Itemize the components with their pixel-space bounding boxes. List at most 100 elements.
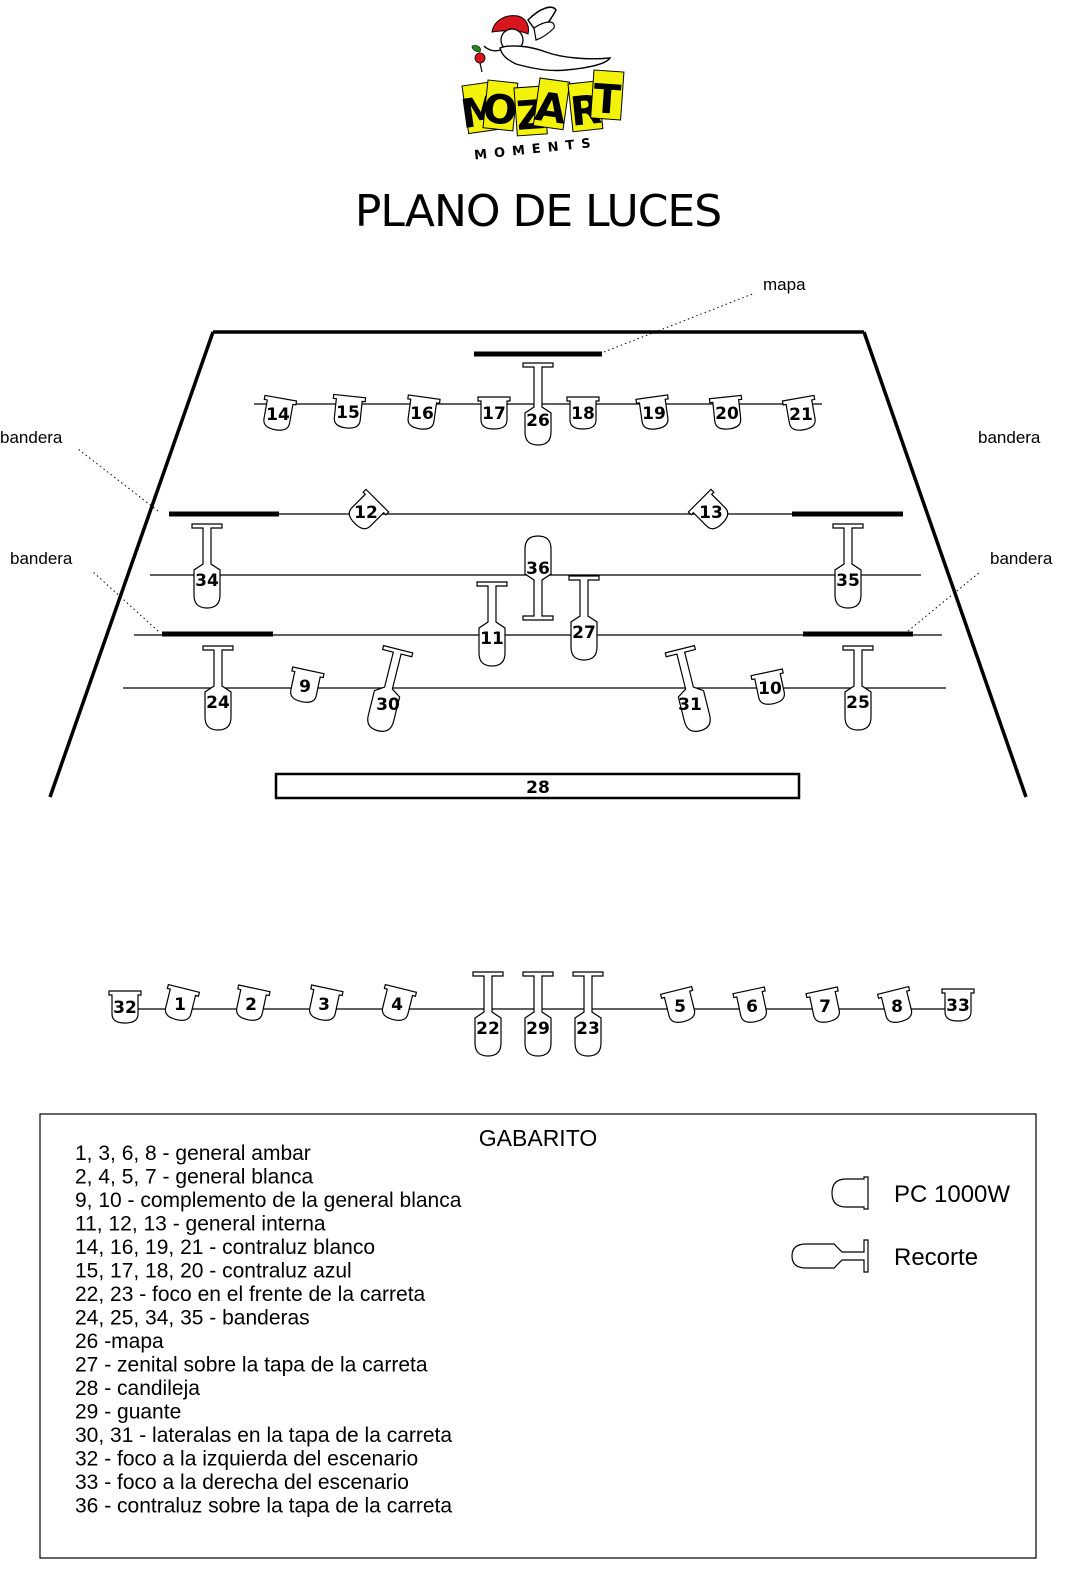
fixture-number: 1 (174, 995, 186, 1015)
recorte-fixture-34: 34 (191, 523, 223, 609)
stage-outline (48, 330, 1028, 798)
logo-subword: MOMENTS (474, 136, 599, 164)
pc-fixture-32: 32 (108, 990, 142, 1024)
recorte-fixture-29: 29 (522, 971, 554, 1057)
annotation-bandera: bandera (990, 549, 1053, 568)
pc-fixture-6: 6 (732, 986, 767, 1023)
logo-letter-glyph: T (592, 76, 623, 124)
pipes (118, 403, 952, 1010)
legend-line: 9, 10 - complemento de la general blanca (75, 1189, 462, 1212)
legend-line: 2, 4, 5, 7 - general blanca (75, 1166, 313, 1189)
recorte-fixture-27: 27 (568, 575, 600, 661)
key-pc-symbol (831, 1176, 869, 1210)
legend-line: 22, 23 - foco en el frente de la carreta (75, 1283, 426, 1306)
pc-fixture-1: 1 (164, 983, 201, 1021)
fixture-number: 6 (746, 997, 758, 1017)
pc-fixture-16: 16 (407, 394, 441, 430)
fixture-number: 16 (410, 404, 434, 424)
legend-line: 1, 3, 6, 8 - general ambar (75, 1142, 311, 1165)
logo-letter: T (590, 69, 625, 124)
legend-key: PC 1000W Recorte (791, 1176, 1010, 1273)
pc-fixture-10: 10 (750, 668, 785, 705)
pc-fixture-12: 12 (348, 488, 390, 530)
fixture-number: 15 (336, 403, 360, 423)
annotation-bandera: bandera (10, 549, 73, 568)
pc-fixture-5: 5 (659, 985, 696, 1023)
fixture-number: 25 (846, 693, 870, 713)
key-recorte-label: Recorte (894, 1244, 978, 1271)
recorte-fixture-36: 36 (522, 535, 554, 621)
key-pc-label: PC 1000W (894, 1181, 1010, 1208)
pc-fixture-8: 8 (876, 985, 913, 1023)
fixture-number: 14 (266, 405, 290, 425)
pc-fixture-2: 2 (236, 984, 271, 1021)
pc-fixture-18: 18 (566, 396, 600, 430)
legend-line: 30, 31 - lateralas en la tapa de la carr… (75, 1424, 452, 1447)
pc-fixture-15: 15 (332, 393, 367, 429)
legend-line: 32 - foco a la izquierda del escenario (75, 1448, 418, 1471)
cherub-body (499, 45, 612, 72)
recorte-fixture-22: 22 (472, 971, 504, 1057)
fixture-number: 29 (526, 1019, 550, 1039)
fixture-number: 30 (376, 695, 400, 715)
annotation-mapa: mapa (763, 275, 806, 294)
legend-line: 27 - zenital sobre la tapa de la carreta (75, 1354, 428, 1377)
legend-line: 11, 12, 13 - general interna (75, 1213, 326, 1236)
rose-stem (479, 62, 483, 73)
candileja: 28 (274, 772, 801, 800)
pc-fixture-21: 21 (781, 394, 816, 431)
fixture-number: 5 (674, 997, 686, 1017)
leader-lines (77, 292, 981, 632)
pc-fixture-13: 13 (687, 488, 729, 530)
fixture-number: 12 (354, 503, 378, 523)
fixture-number: 23 (576, 1019, 600, 1039)
fixture-number: 4 (391, 995, 403, 1015)
recorte-fixture-23: 23 (572, 971, 604, 1057)
cherub-wing (533, 21, 555, 41)
legend-line: 24, 25, 34, 35 - banderas (75, 1307, 310, 1330)
recorte-fixture-31: 31 (664, 644, 711, 732)
pc-fixture-17: 17 (477, 396, 511, 430)
pc-fixture-3: 3 (309, 984, 344, 1021)
fixture-number: 8 (891, 997, 903, 1017)
fixture-number: 17 (482, 404, 506, 424)
legend-line: 29 - guante (75, 1401, 181, 1424)
fixture-number: 7 (819, 997, 831, 1017)
fixture-number: 36 (526, 559, 550, 579)
pc-fixture-19: 19 (635, 394, 669, 430)
recorte-fixture-11: 11 (476, 581, 508, 667)
pc-fixture-20: 20 (708, 394, 743, 430)
legend-line: 26 -mapa (75, 1330, 164, 1353)
cherub-arm (483, 45, 501, 52)
recorte-fixture-24: 24 (202, 645, 234, 731)
fixture-number: 21 (789, 405, 813, 425)
pc-fixture-4: 4 (381, 983, 418, 1021)
fixture-number: 3 (318, 995, 330, 1015)
fixture-number: 19 (642, 404, 666, 424)
fixture-number: 35 (836, 571, 860, 591)
fixture-number: 34 (195, 571, 219, 591)
fixture-number: 27 (572, 623, 596, 643)
annotation-bandera: bandera (0, 428, 63, 447)
logo-letter-glyph: O (481, 86, 520, 135)
fixture-number: 24 (206, 693, 230, 713)
legend-line: 28 - candileja (75, 1377, 200, 1400)
rose-leaf (471, 45, 481, 53)
fixture-number: 10 (758, 679, 782, 699)
fixture-number: 22 (476, 1019, 500, 1039)
logo-letter: A (532, 77, 571, 134)
pc-fixture-9: 9 (290, 666, 325, 703)
legend-line: 36 - contraluz sobre la tapa de la carre… (75, 1495, 452, 1518)
fixture-number: 20 (715, 404, 739, 424)
rose-icon (474, 52, 486, 64)
fixture-number: 18 (571, 404, 595, 424)
pc-fixture-7: 7 (805, 986, 840, 1023)
candileja-number: 28 (526, 778, 550, 798)
legend-line: 33 - foco a la derecha del escenario (75, 1471, 409, 1494)
pc-fixture-33: 33 (941, 988, 975, 1022)
legend-line: 15, 17, 18, 20 - contraluz azul (75, 1260, 352, 1283)
